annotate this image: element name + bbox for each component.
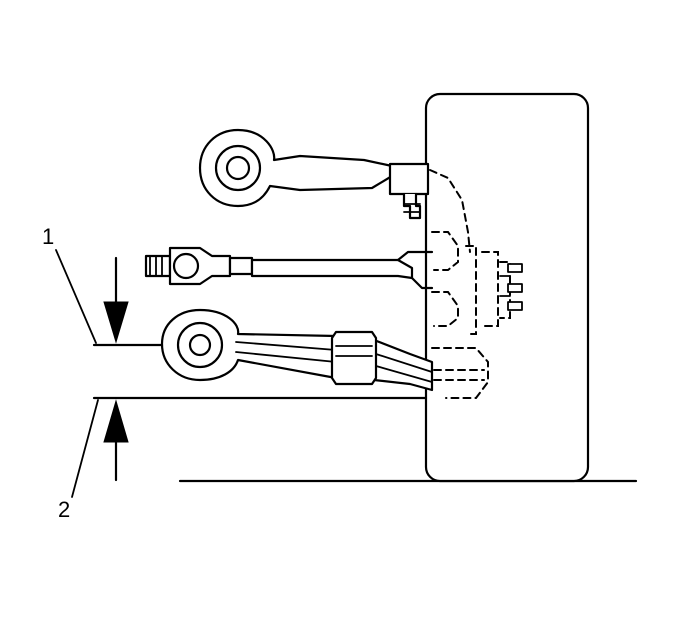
- hub-studs: [499, 263, 523, 311]
- wheel-tire: [424, 92, 590, 483]
- measurement-arrow-upper: [103, 256, 129, 344]
- measurement-arrow-lower: [103, 399, 129, 482]
- callout-label-2: 2: [58, 497, 71, 522]
- lower-control-arm: [160, 308, 434, 392]
- callout-1-leader: [55, 249, 97, 344]
- callout-label-1: 1: [42, 224, 55, 249]
- tie-rod: [144, 246, 434, 290]
- upper-control-arm: [198, 128, 430, 220]
- callout-2-leader: [71, 399, 99, 498]
